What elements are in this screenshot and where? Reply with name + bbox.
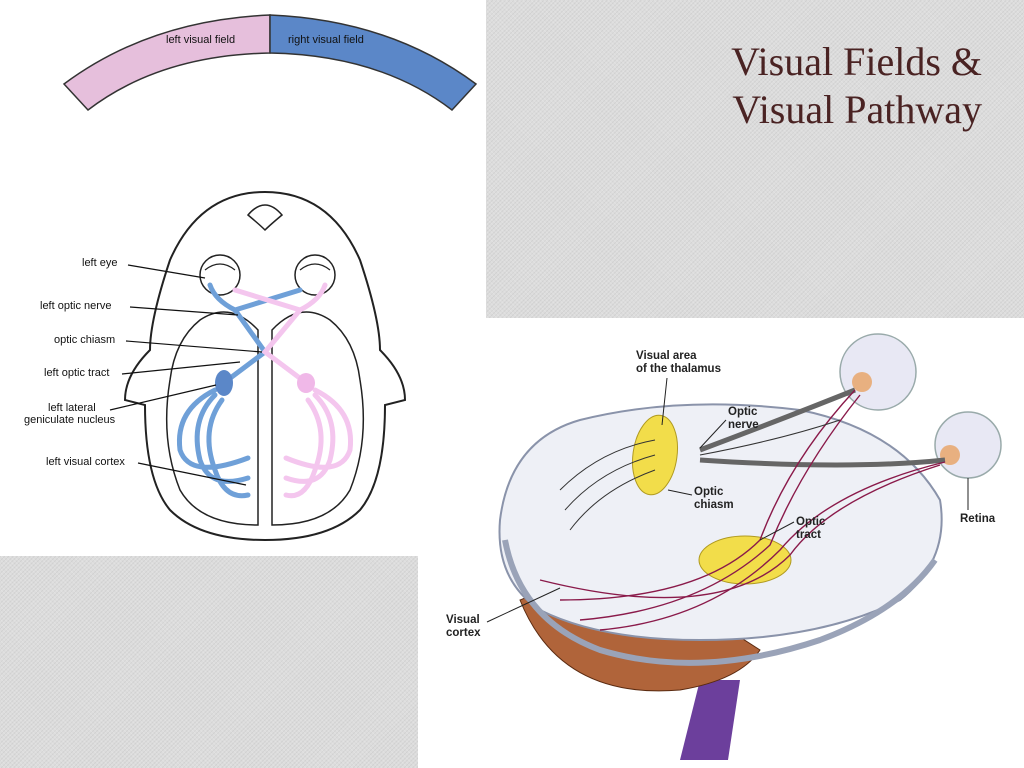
label-visual-area-line2: of the thalamus	[636, 363, 721, 376]
label-optic-nerve-line2: nerve	[728, 419, 759, 432]
label-visual-area-line1: Visual area	[636, 350, 721, 363]
thalamus-visual-area-lower	[699, 536, 791, 584]
label-optic-chiasm-line1: Optic	[694, 486, 734, 499]
label-optic-tract-line2: tract	[796, 529, 825, 542]
label-brain-optic-chiasm: Optic chiasm	[694, 486, 734, 512]
label-optic-chiasm-line2: chiasm	[694, 499, 734, 512]
label-optic-nerve: Optic nerve	[728, 406, 759, 432]
lower-eyeball	[935, 412, 1001, 478]
upper-eyeball	[840, 334, 916, 410]
label-visual-cortex-line2: cortex	[446, 627, 481, 640]
label-optic-tract: Optic tract	[796, 516, 825, 542]
label-visual-area-thalamus: Visual area of the thalamus	[636, 350, 721, 376]
label-optic-tract-line1: Optic	[796, 516, 825, 529]
label-optic-nerve-line1: Optic	[728, 406, 759, 419]
label-visual-cortex-line1: Visual	[446, 614, 481, 627]
label-retina: Retina	[960, 513, 995, 526]
label-visual-cortex: Visual cortex	[446, 614, 481, 640]
brain-stem	[680, 680, 740, 760]
